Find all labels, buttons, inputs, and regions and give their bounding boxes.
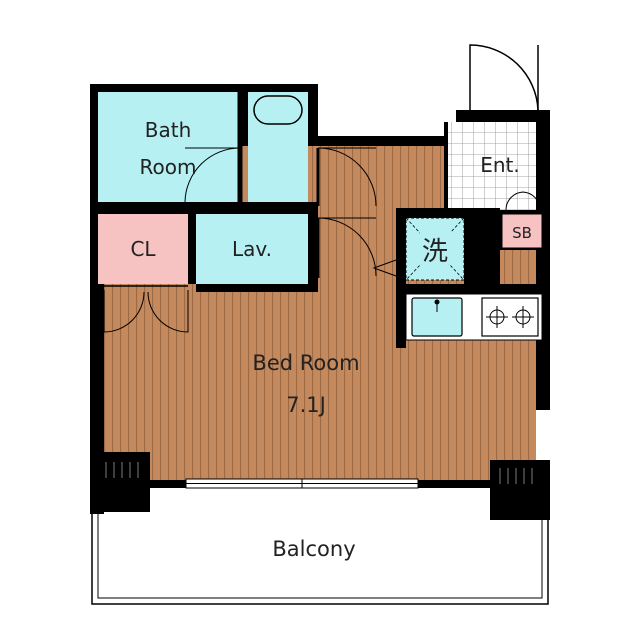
bedroom-label: Bed Room: [252, 351, 359, 375]
burner-icon: [486, 306, 508, 328]
bath-label-line1: Bath: [145, 118, 192, 142]
wet-area-doors[interactable]: [316, 147, 377, 278]
washer-area: 洗: [372, 208, 500, 292]
washer-door[interactable]: [372, 259, 397, 277]
pillar-right: [490, 460, 550, 520]
lavatory-label: Lav.: [232, 237, 272, 261]
bathtub-icon: [253, 95, 303, 125]
entrance-floor: [446, 122, 536, 210]
lavatory: Lav.: [196, 214, 318, 292]
washer-label: 洗: [422, 237, 448, 267]
balcony: Balcony: [91, 512, 549, 605]
sink-icon: [411, 297, 463, 337]
closet: CL: [98, 214, 196, 333]
south-wall: [90, 452, 550, 520]
bath-label-line2: Room: [140, 155, 197, 179]
shoe-box-label: SB: [512, 224, 532, 242]
closet-door-swing[interactable]: [103, 290, 189, 333]
closet-label: CL: [130, 237, 156, 261]
entrance-door[interactable]: [469, 44, 539, 111]
pillar-left: [90, 452, 150, 512]
bath-door-swing: [184, 147, 241, 203]
interior-wall: [90, 202, 318, 214]
bath-room: Bath Room: [98, 92, 308, 203]
burner-icon: [512, 306, 534, 328]
shoe-box: SB: [498, 191, 543, 250]
balcony-label: Balcony: [272, 537, 355, 561]
bedroom-size: 7.1J: [286, 393, 326, 417]
kitchen-counter: [396, 284, 550, 348]
entrance-label: Ent.: [480, 153, 520, 177]
